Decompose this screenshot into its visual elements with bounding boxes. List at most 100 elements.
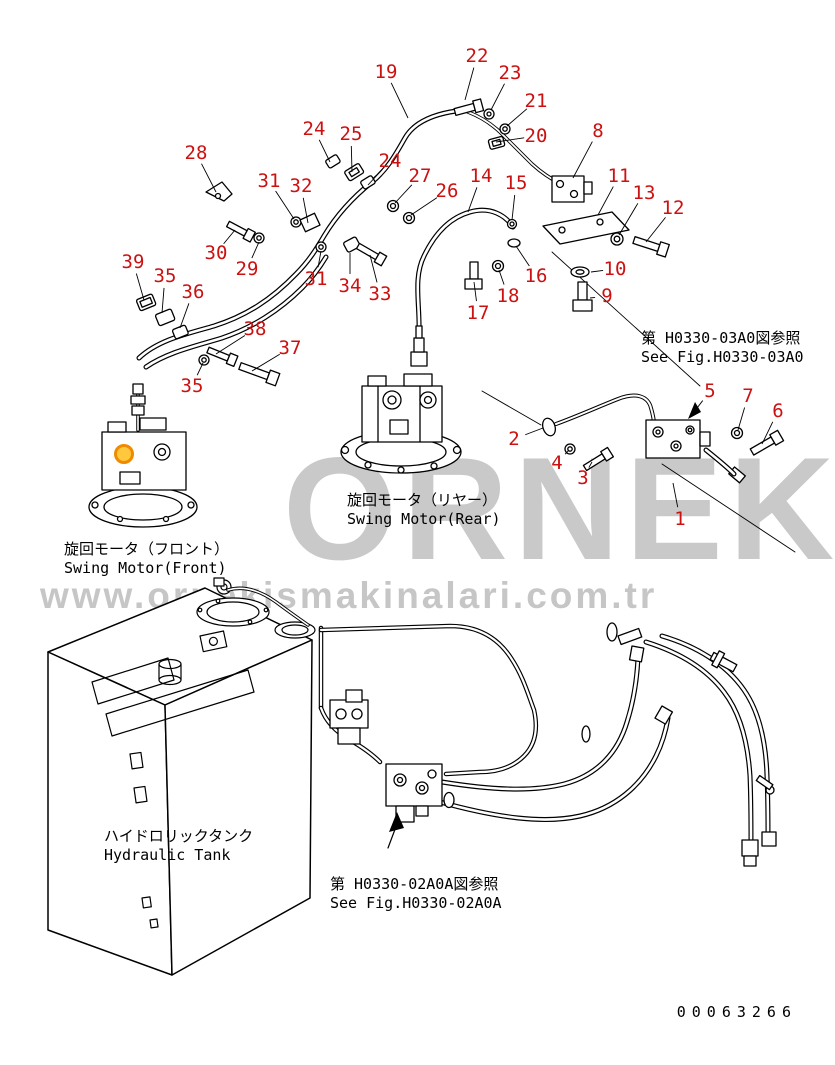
clamp-36 (171, 324, 189, 340)
watermark-url: www.ornekismakinalari.com.tr (40, 575, 658, 616)
bolt-12 (632, 236, 670, 258)
callout-leader-37 (251, 353, 280, 372)
manifold-block-8 (542, 175, 670, 312)
callout-leader-10 (590, 270, 604, 273)
callout-leader-15 (511, 194, 516, 221)
bolt-37 (238, 362, 281, 387)
callout-leader-35 (196, 362, 204, 376)
callout-19: 19 (375, 61, 398, 83)
callout-leader-23 (490, 83, 505, 111)
callout-leader-31 (317, 250, 322, 268)
callout-34: 34 (339, 275, 362, 297)
label-swing-motor-front: 旋回モータ（フロント） Swing Motor(Front) (64, 540, 229, 578)
label-hydraulic-tank-en: Hydraulic Tank (104, 846, 231, 864)
callout-2: 2 (508, 428, 519, 450)
callout-leader-6 (761, 421, 774, 445)
callout-leader-24 (367, 169, 383, 186)
callout-15: 15 (505, 172, 528, 194)
reference-top-jp: 第 H0330-03A0図参照 (641, 329, 801, 347)
callout-32: 32 (290, 175, 313, 197)
ref-bottom-arrowhead (389, 812, 404, 832)
callout-35: 35 (181, 375, 204, 397)
callout-4: 4 (551, 452, 562, 474)
washer-16 (507, 238, 521, 248)
clamp-25 (344, 163, 365, 182)
valve-group-art (542, 393, 785, 484)
callout-23: 23 (499, 62, 522, 84)
label-hydraulic-tank: ハイドロリックタンク Hydraulic Tank (104, 827, 253, 865)
bottom-piping-art (318, 622, 777, 867)
callout-16: 16 (525, 265, 548, 287)
callout-18: 18 (497, 285, 520, 307)
label-swing-motor-rear-jp: 旋回モータ（リヤー） (347, 491, 498, 509)
callout-leader-1 (672, 482, 679, 508)
highlight-dot (114, 444, 134, 464)
callout-31: 31 (258, 170, 281, 192)
callout-24: 24 (303, 118, 326, 140)
callout-37: 37 (279, 337, 302, 359)
label-swing-motor-front-jp: 旋回モータ（フロント） (64, 540, 230, 558)
callout-22: 22 (466, 45, 489, 67)
hydraulic-tank-art (47, 577, 316, 976)
drawing-number: 00063266 (676, 1003, 797, 1021)
callout-leader-12 (645, 217, 666, 243)
callout-33: 33 (369, 283, 392, 305)
label-hydraulic-tank-jp: ハイドロリックタンク (104, 827, 254, 845)
callout-leader-27 (394, 184, 413, 204)
label-swing-motor-front-en: Swing Motor(Front) (64, 559, 227, 577)
reference-bottom-jp: 第 H0330-02A0A図参照 (330, 875, 499, 893)
callout-14: 14 (470, 165, 493, 187)
clamp-24a (325, 154, 341, 169)
callout-27: 27 (409, 165, 432, 187)
front-hose-fitting (130, 395, 146, 405)
callout-leader-21 (506, 108, 528, 127)
swing-motor-rear-art (340, 325, 462, 474)
callout-leader-32 (302, 197, 309, 224)
callout-leader-11 (597, 186, 614, 216)
bolt-22 (453, 98, 485, 117)
swing-motor-front-art (88, 417, 198, 528)
callout-26: 26 (436, 180, 459, 202)
callout-leader-3 (588, 461, 593, 468)
reference-bottom: 第 H0330-02A0A図参照 See Fig.H0330-02A0A (330, 875, 502, 913)
callout-leader-28 (201, 163, 217, 193)
callout-leader-20 (495, 137, 525, 143)
callout-20: 20 (525, 125, 548, 147)
label-swing-motor-rear-en: Swing Motor(Rear) (347, 510, 501, 528)
bolt-6 (749, 429, 785, 456)
reference-top-en: See Fig.H0330-03A0 (641, 348, 804, 366)
callout-leader-33 (369, 254, 378, 283)
callout-12: 12 (662, 197, 685, 219)
callout-8: 8 (592, 120, 603, 142)
bolt-33 (355, 242, 388, 267)
callout-38: 38 (244, 318, 267, 340)
callout-leader-4 (564, 449, 570, 455)
callout-3: 3 (577, 467, 588, 489)
callout-5-arrowhead (688, 402, 701, 419)
callout-17: 17 (467, 302, 490, 324)
callout-leader-26 (410, 197, 438, 216)
o-ring (443, 791, 455, 809)
callout-leader-14 (467, 187, 478, 213)
callout-leader-19 (390, 82, 409, 119)
callout-leader-5 (693, 400, 704, 413)
callout-leader-25 (350, 145, 353, 173)
callout-31: 31 (305, 268, 328, 290)
callout-29: 29 (236, 258, 259, 280)
label-swing-motor-rear: 旋回モータ（リヤー） Swing Motor(Rear) (347, 491, 501, 529)
callout-leader-24 (318, 139, 331, 163)
callout-11: 11 (608, 165, 631, 187)
clamp-35a (154, 308, 176, 327)
callout-10: 10 (604, 258, 627, 280)
callout-24: 24 (379, 150, 402, 172)
bolt-30 (225, 220, 256, 243)
callout-leader-31 (275, 190, 295, 220)
reference-bottom-en: See Fig.H0330-02A0A (330, 894, 502, 912)
callout-leader-30 (223, 229, 236, 245)
reference-top: 第 H0330-03A0図参照 See Fig.H0330-03A0 (641, 329, 804, 367)
callout-leader-29 (251, 241, 260, 259)
callout-35: 35 (154, 265, 177, 287)
callout-leader-39 (135, 273, 145, 301)
fittings-top (130, 98, 521, 416)
